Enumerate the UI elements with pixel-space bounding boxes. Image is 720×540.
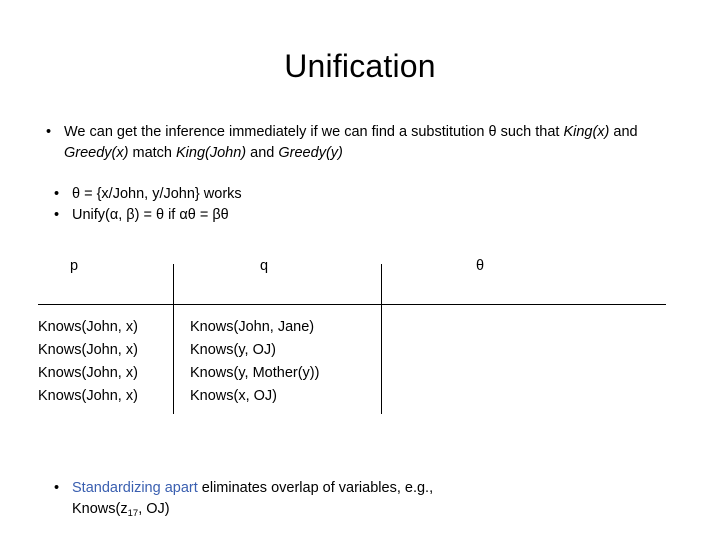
table-header-row: p q θ — [38, 258, 688, 284]
bullet-1-segment-2: and — [609, 124, 638, 140]
unification-table: p q θ Knows(John, x) Knows(John, Jane) K… — [38, 258, 688, 438]
column-header-q: q — [260, 258, 269, 274]
bullet-1-segment-4: and — [246, 145, 279, 162]
table-row: Knows(John, x) Knows(y, Mother(y)) — [38, 362, 666, 385]
term-king-john: King(John) — [176, 145, 247, 162]
table-cell-q: Knows(y, Mother(y)) — [190, 365, 320, 381]
table-body: Knows(John, x) Knows(John, Jane) Knows(J… — [38, 316, 666, 408]
term-greedy-y: Greedy(y) — [278, 145, 343, 162]
table-horizontal-rule — [38, 304, 666, 305]
bullet-item-3: • Unify(α, β) = θ if αθ = βθ — [46, 205, 688, 226]
table-cell-p: Knows(John, x) — [38, 342, 138, 358]
table-cell-q: Knows(John, Jane) — [190, 319, 315, 335]
bullet-marker: • — [54, 207, 60, 224]
bullet-item-1: • We can get the inference immediately i… — [38, 122, 688, 164]
bullet-item-2-text: θ = {x/John, y/John} works — [72, 186, 242, 203]
bullet-item-3-text: Unify(α, β) = θ if αθ = βθ — [72, 207, 229, 224]
slide-body: • We can get the inference immediately i… — [38, 122, 688, 226]
term-king-x: King(x) — [563, 124, 610, 140]
footer-line2-post: , OJ) — [138, 501, 170, 518]
table-row: Knows(John, x) Knows(y, OJ) — [38, 339, 666, 362]
table-cell-p: Knows(John, x) — [38, 388, 138, 404]
column-header-p: p — [70, 258, 79, 274]
term-greedy-x: Greedy(x) — [64, 145, 129, 162]
spacer-1 — [38, 164, 688, 184]
bullet-item-4-text: Standardizing apart eliminates overlap o… — [72, 478, 688, 520]
footer-bullet: • Standardizing apart eliminates overlap… — [38, 478, 688, 520]
table-row: Knows(John, x) Knows(x, OJ) — [38, 385, 666, 408]
footer-line2-pre: Knows(z — [72, 501, 128, 518]
bullet-item-1-text: We can get the inference immediately if … — [64, 122, 688, 164]
bullet-1-segment-1: We can get the inference immediately if … — [64, 124, 564, 140]
table-vertical-rule-1 — [173, 264, 174, 414]
table-cell-q: Knows(y, OJ) — [190, 342, 276, 358]
page-title: Unification — [284, 48, 436, 84]
bullet-item-4: • Standardizing apart eliminates overlap… — [46, 478, 688, 520]
bullet-marker: • — [54, 186, 60, 203]
table-cell-p: Knows(John, x) — [38, 365, 138, 381]
column-header-theta: θ — [476, 258, 485, 274]
footer-line2-subscript: 17 — [127, 508, 139, 520]
bullet-marker: • — [54, 480, 60, 496]
bullet-marker: • — [46, 124, 52, 140]
bullet-item-2: • θ = {x/John, y/John} works — [46, 184, 688, 205]
table-cell-q: Knows(x, OJ) — [190, 388, 278, 404]
table-vertical-rule-2 — [381, 264, 382, 414]
table-cell-p: Knows(John, x) — [38, 319, 138, 335]
footer-rest-text: eliminates overlap of variables, e.g., — [197, 480, 434, 496]
table-row: Knows(John, x) Knows(John, Jane) — [38, 316, 666, 339]
standardizing-apart-link[interactable]: Standardizing apart — [72, 480, 198, 496]
bullet-1-segment-3: match — [128, 145, 177, 162]
